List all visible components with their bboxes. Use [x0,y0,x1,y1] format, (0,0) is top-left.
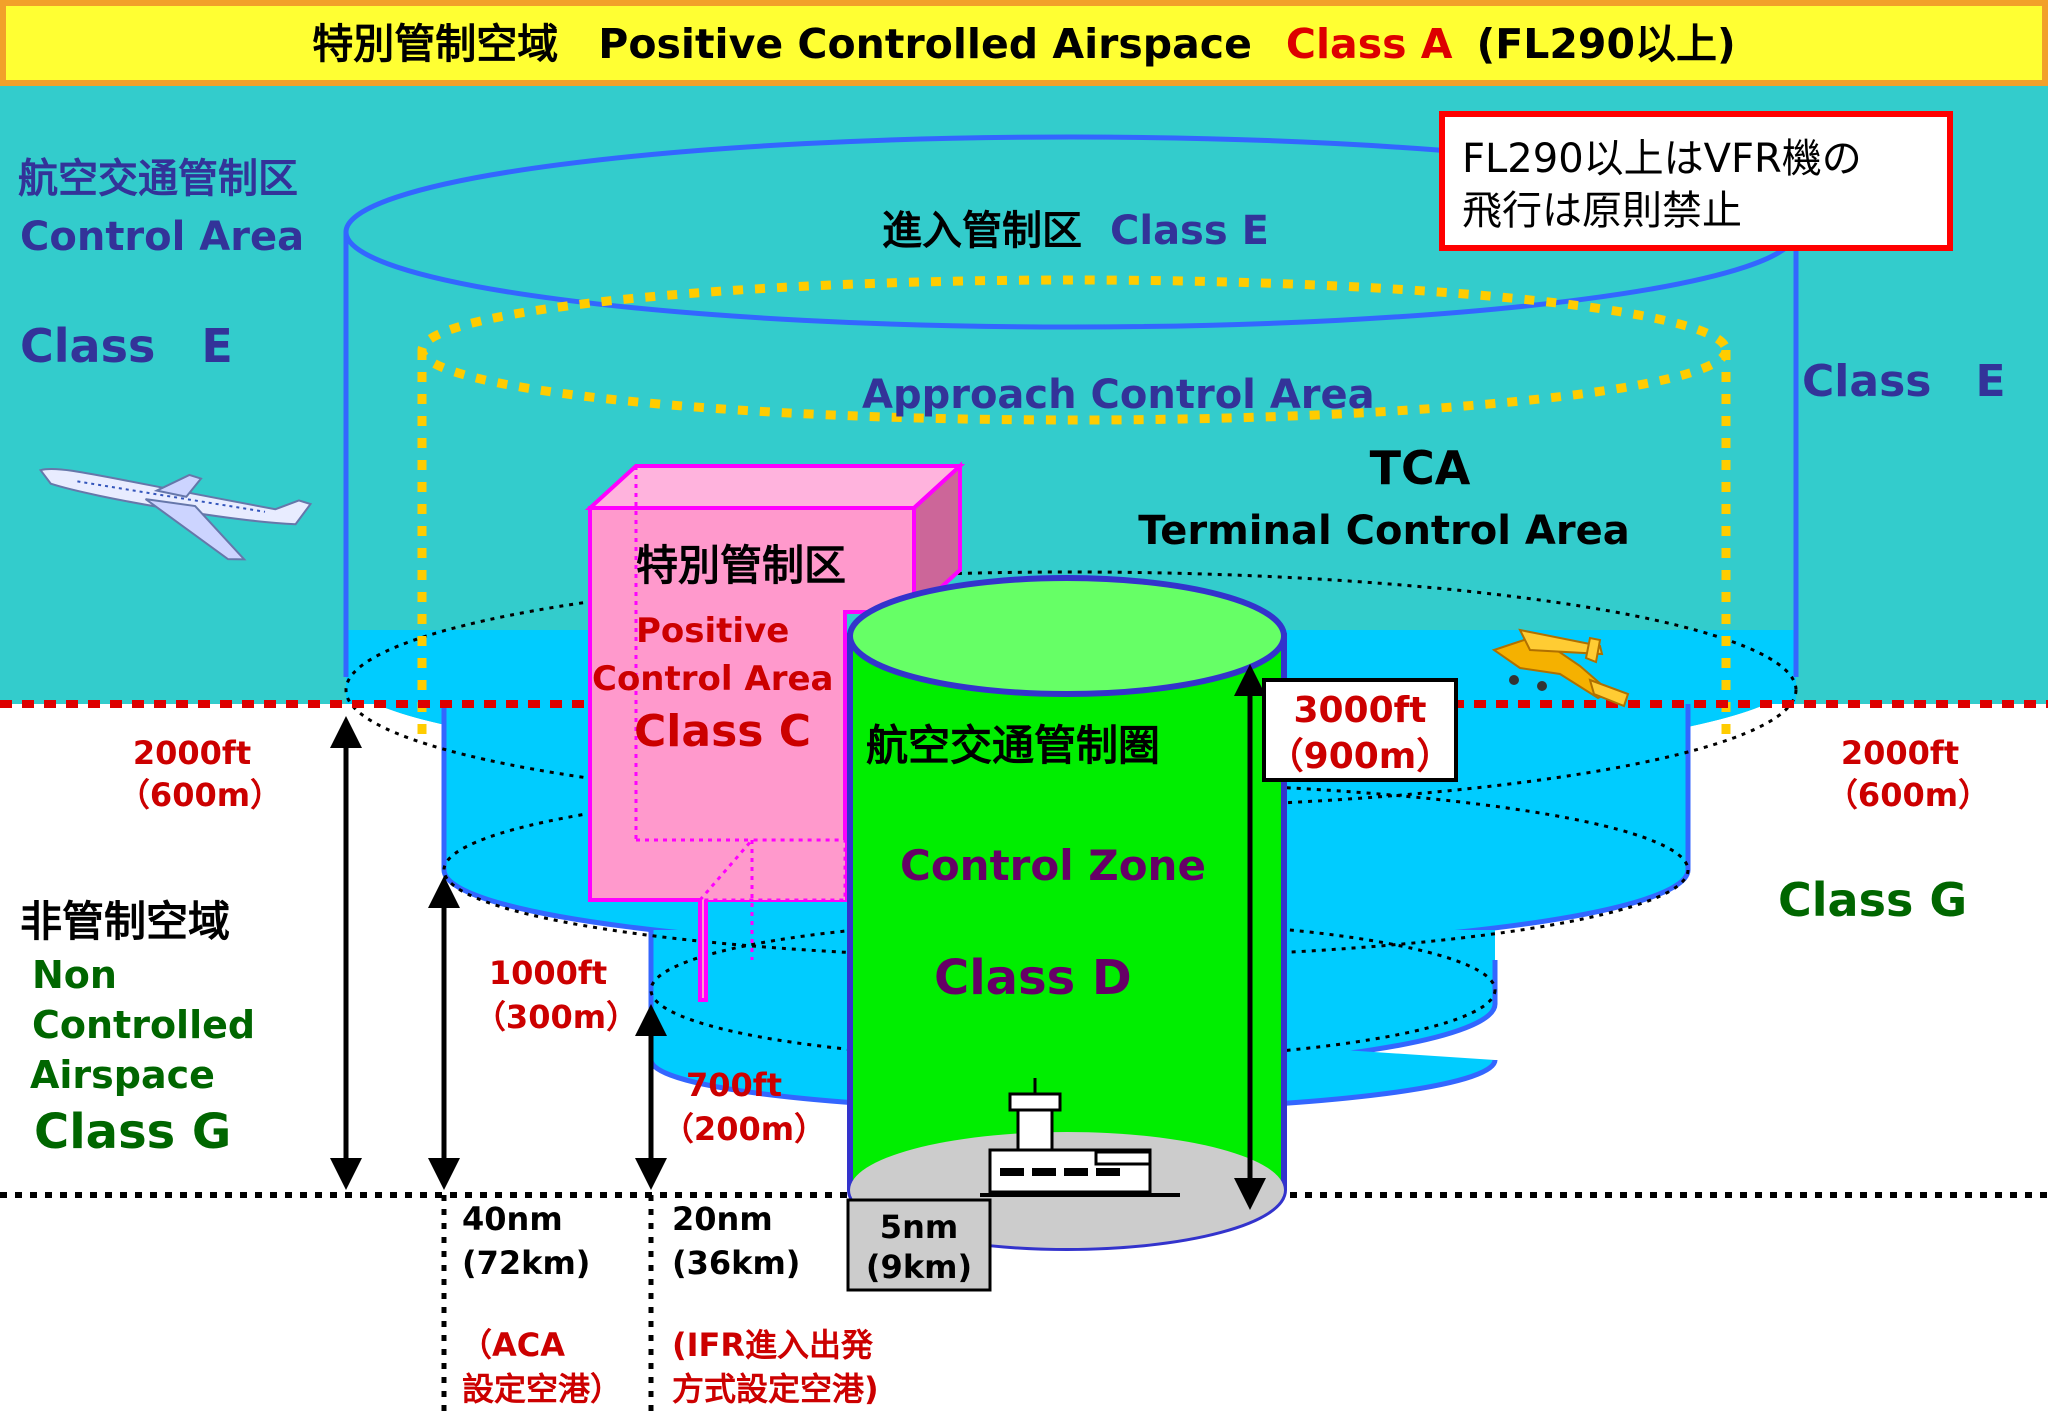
control-zone-ja: 航空交通管制圏 [866,721,1160,770]
r20-note2: 方式設定空港) [672,1370,879,1408]
airliner-icon [38,467,313,561]
control-zone-cylinder [847,575,1287,1251]
radius-5nm-box: 5nm (9km) [846,1198,992,1292]
right-2000-ft: 2000ft [1841,734,1959,772]
header-banner: 特別管制空域 Positive Controlled Airspace Class … [0,0,2048,86]
approach-title-class: Class E [1110,208,1269,254]
r40-nm: 40nm [462,1200,563,1238]
non-controlled-en2: Controlled [32,1003,255,1047]
control-area-class: Class E [20,319,233,373]
arrow-1000ft [428,876,460,1190]
altitude-3000ft-box: 3000ft （900m） [1262,678,1458,782]
floor-ellipse-1000 [442,780,1690,960]
small-plane-icon [1491,628,1630,708]
non-controlled-en1: Non [32,953,117,997]
notice-line1: FL290以上はVFR機の [1462,136,1862,182]
arrow-3000ft [1234,664,1266,1210]
approach-title-ja: 進入管制区 [882,208,1082,254]
positive-control-en1: Positive [636,611,789,651]
r40-note1: （ACA [460,1326,565,1364]
tca-outline [417,275,1731,740]
non-controlled-class: Class G [34,1104,231,1160]
header-note: (FL290以上) [1477,20,1736,68]
a1000-m: （300m） [474,998,638,1036]
r5-km: (9km) [866,1248,972,1286]
header-ja: 特別管制空域 [312,20,558,68]
approach-en: Approach Control Area [862,372,1375,418]
r20-km: (36km) [672,1244,800,1282]
notice-box: FL290以上はVFR機の 飛行は原則禁止 [1439,111,1953,251]
arrow-2000ft [330,716,362,1190]
control-area-ja: 航空交通管制区 [18,156,298,202]
a1000-ft: 1000ft [489,954,607,992]
a700-ft: 700ft [686,1066,782,1104]
notice-line2: 飛行は原則禁止 [1462,188,1742,234]
control-tower-icon [980,1078,1180,1197]
left-2000-m: （600m） [118,776,282,814]
a700-m: （200m） [662,1110,826,1148]
positive-control-ja: 特別管制区 [636,541,846,590]
r40-km: (72km) [462,1244,590,1282]
control-area-en: Control Area [20,214,304,260]
control-zone-en: Control Zone [900,841,1206,890]
arrow-700ft [635,1004,667,1190]
tca-en: Terminal Control Area [1138,508,1629,554]
non-controlled-ja: 非管制空域 [20,897,230,946]
header-en: Positive Controlled Airspace [598,20,1252,68]
r20-note1: (IFR進入出発 [672,1326,874,1364]
right-class-g: Class G [1778,873,1967,927]
left-2000-ft: 2000ft [133,734,251,772]
positive-control-en2: Control Area [592,659,833,699]
r20-nm: 20nm [672,1200,773,1238]
a3000-ft: 3000ft [1293,690,1426,731]
r5-nm: 5nm [880,1208,958,1246]
right-2000-m: （600m） [1826,776,1990,814]
control-zone-class: Class D [934,950,1132,1006]
a3000-m: （900m） [1268,736,1453,777]
tca-abbr: TCA [1370,441,1471,495]
non-controlled-en3: Airspace [30,1053,215,1097]
positive-control-class: Class C [634,706,811,757]
right-class-e: Class E [1802,356,2006,407]
header-class: Class A [1286,20,1453,68]
r40-note2: 設定空港） [462,1370,622,1408]
positive-control-area [584,461,966,1002]
